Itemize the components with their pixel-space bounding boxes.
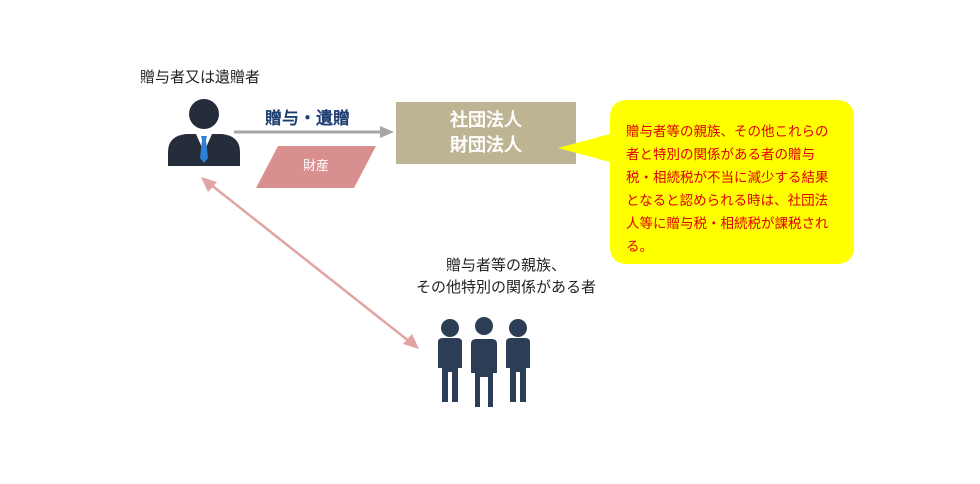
- relatives-label-line2: その他特別の関係がある者: [415, 278, 596, 296]
- group-of-people-icon: [438, 316, 530, 408]
- relation-arrow: [201, 177, 419, 349]
- property-label: 財産: [302, 159, 329, 174]
- corporation-name-line1: 社団法人: [450, 110, 522, 131]
- gift-arrow: [234, 126, 394, 138]
- callout-text: 贈与者等の親族、その他これらの者と特別の関係がある者の贈与税・相続税が不当に減少…: [626, 124, 829, 255]
- relatives-label-line1: 贈与者等の親族、: [445, 256, 566, 274]
- relatives-label: 贈与者等の親族、 その他特別の関係がある者: [404, 254, 608, 298]
- property-shape: [256, 146, 376, 188]
- donor-label: 贈与者又は遺贈者: [140, 68, 261, 86]
- corporation-name-line2: 財団法人: [450, 135, 522, 156]
- callout-bubble: [558, 100, 854, 264]
- gift-label: 贈与・遺贈: [265, 109, 350, 129]
- corporation-box: 社団法人 財団法人: [396, 102, 576, 164]
- businessman-icon: [168, 99, 240, 166]
